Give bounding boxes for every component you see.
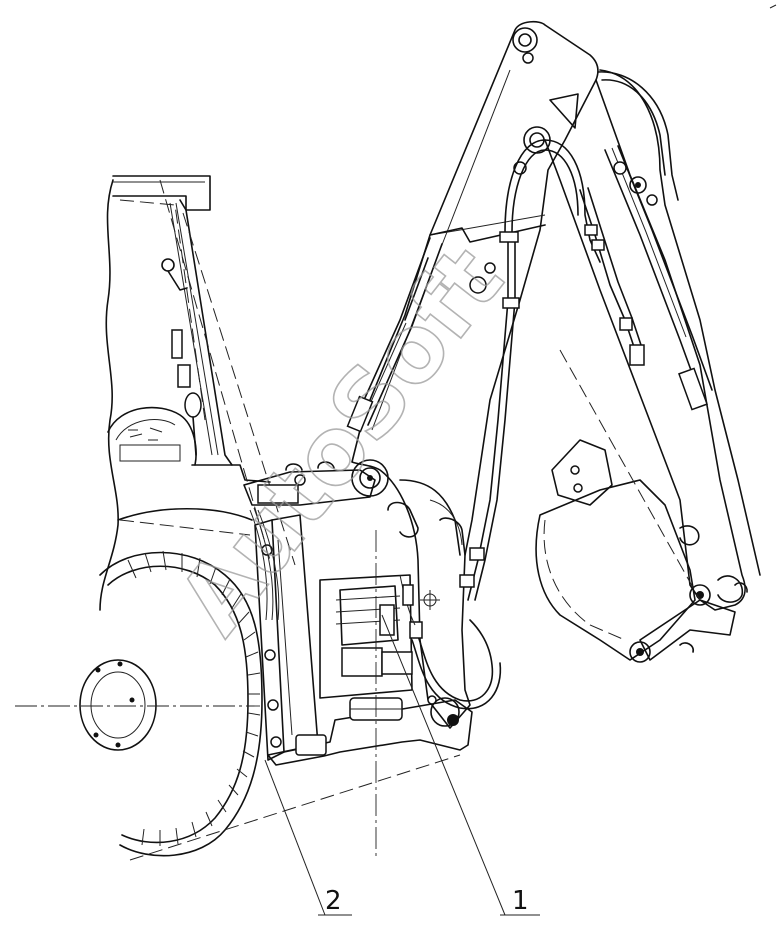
callout-1-group: 1 — [381, 614, 540, 916]
bucket — [535, 349, 701, 663]
callout-2-leader — [264, 759, 326, 916]
boom — [351, 20, 599, 729]
reference-mark — [420, 590, 440, 610]
cab-structure — [99, 175, 296, 611]
swing-frame — [129, 461, 473, 861]
boom-cylinder — [346, 237, 443, 433]
corner-mark — [769, 4, 777, 9]
hydraulic-hoses — [399, 71, 679, 710]
rear-wheel — [15, 550, 263, 857]
dipper-stick — [544, 69, 761, 661]
callout-1-label: 1 — [512, 886, 529, 916]
callout-2-label: 2 — [325, 886, 342, 916]
callout-2-group: 2 — [264, 759, 352, 916]
callout-1-leader — [381, 614, 506, 916]
